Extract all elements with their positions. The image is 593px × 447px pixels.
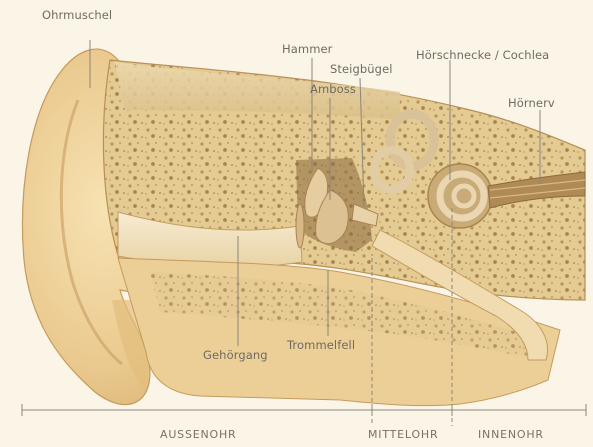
label-hoernerv: Hörnerv <box>508 96 555 110</box>
label-amboss: Amboss <box>310 82 356 96</box>
label-steigbuegel: Steigbügel <box>330 62 393 76</box>
eardrum-shape <box>296 204 304 248</box>
label-hammer: Hammer <box>282 42 333 56</box>
label-trommelfell: Trommelfell <box>287 338 355 352</box>
region-innenohr: INNENOHR <box>478 428 544 441</box>
region-aussenohr: AUSSENOHR <box>160 428 237 441</box>
label-gehoergang: Gehörgang <box>203 348 268 362</box>
region-mittelohr: MITTELOHR <box>368 428 438 441</box>
label-hoerschnecke: Hörschnecke / Cochlea <box>416 48 549 62</box>
label-ohrmuschel: Ohrmuschel <box>42 8 112 22</box>
